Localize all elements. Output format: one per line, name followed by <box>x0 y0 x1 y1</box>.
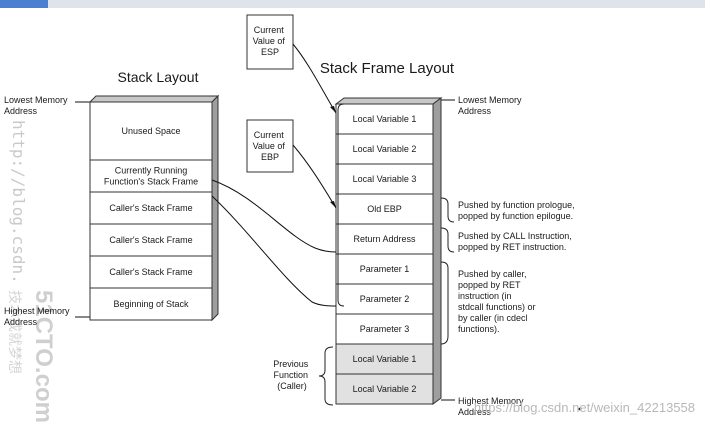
stack-frame-row-label: Local Variable 2 <box>353 384 417 394</box>
parameters-annotation-line-3: instruction (in <box>458 291 512 301</box>
stack-layout-side-face <box>211 94 219 322</box>
stack-layout-row-box <box>89 101 213 161</box>
stack-frame-row-box <box>335 253 434 285</box>
stack-frame-row-box <box>335 133 434 165</box>
stack-layout-row-box <box>89 191 213 225</box>
stack-layout-row-label: Caller's Stack Frame <box>109 235 192 245</box>
frame-expansion-line-top <box>211 179 337 253</box>
stack-frame-row-label: Parameter 1 <box>360 264 410 274</box>
previous-function-line-1: Previous <box>273 359 309 369</box>
ebp-box <box>246 119 294 173</box>
stack-layout-highest-line-2: Address <box>4 317 38 327</box>
stack-frame-row-label: Local Variable 1 <box>353 114 417 124</box>
stack-frame-column: Local Variable 1 Local Variable 2 Local Va… <box>334 97 443 405</box>
stack-frame-row-label: Return Address <box>353 234 416 244</box>
ebp-line-2: Value of <box>253 141 286 151</box>
stack-frame-row-label: Old EBP <box>367 204 402 214</box>
watermark-logo: 51CTO.com <box>30 290 57 423</box>
stack-frame-row-box <box>335 223 434 255</box>
esp-label: Current Value of ESP <box>253 25 288 57</box>
stack-layout-row-label: Caller's Stack Frame <box>109 203 192 213</box>
top-bar-accent <box>0 0 48 8</box>
parameters-annotation-line-6: functions). <box>458 324 500 334</box>
parameters-annotation-line-1: Pushed by caller, <box>458 269 527 279</box>
stack-layout-row-box <box>89 159 213 193</box>
stack-layout-row-label: Unused Space <box>121 126 180 136</box>
stack-layout-title: Stack Layout <box>118 69 199 85</box>
stack-frame-row-box <box>335 283 434 315</box>
esp-box <box>246 14 294 70</box>
ebp-line-3: EBP <box>261 152 279 162</box>
esp-pointer-line <box>292 43 337 114</box>
parameters-annotation-line-5: by caller (in cdecl <box>458 313 528 323</box>
stack-layout-highest-label: Highest Memory Address <box>4 306 72 327</box>
stack-layout-row-label: Beginning of Stack <box>113 299 189 309</box>
stack-layout-highest-line-1: Highest Memory <box>4 306 70 316</box>
ebp-pointer-line <box>292 144 337 209</box>
return-address-annotation: Pushed by CALL Instruction, popped by RE… <box>458 231 574 252</box>
watermark-bottom-url: https://blog.csdn.net/weixin_42213558 <box>474 400 695 415</box>
ebp-arrowhead <box>330 201 336 208</box>
stack-layout-row-box <box>89 255 213 289</box>
stack-frame-row-box <box>335 163 434 195</box>
stack-frame-row-box <box>335 343 434 375</box>
stray-dot <box>578 407 582 411</box>
previous-function-line-2: Function <box>273 370 308 380</box>
esp-line-1: Current <box>254 25 285 35</box>
stack-frame-row-box <box>335 103 434 135</box>
stack-frame-row-box <box>335 313 434 345</box>
stack-frame-row-box <box>335 373 434 405</box>
stack-frame-row-label: Local Variable 2 <box>353 144 417 154</box>
old-ebp-brace <box>440 197 455 223</box>
stack-frame-row-label: Parameter 2 <box>360 294 410 304</box>
frame-expansion-line-bottom <box>211 195 337 307</box>
previous-function-label: Previous Function (Caller) <box>273 359 311 391</box>
parameters-annotation: Pushed by caller, popped by RET instruct… <box>458 269 538 334</box>
old-ebp-annotation: Pushed by function prologue, popped by f… <box>458 200 577 221</box>
stack-layout-lowest-line-2: Address <box>4 106 38 116</box>
stack-layout-lowest-label: Lowest Memory Address <box>4 95 70 116</box>
stack-frame-top-face <box>334 97 443 105</box>
old-ebp-annotation-line-2: popped by function epilogue. <box>458 211 573 221</box>
parameters-annotation-line-2: popped by RET <box>458 280 521 290</box>
frame-lowest-label: Lowest Memory Address <box>458 95 524 116</box>
ebp-label: Current Value of EBP <box>253 130 288 162</box>
return-address-annotation-line-2: popped by RET instruction. <box>458 242 566 252</box>
stack-layout-row-box <box>89 287 213 321</box>
previous-function-brace <box>318 346 334 406</box>
frame-highest-line-2: Address <box>458 407 492 417</box>
frame-highest-line-1: Highest Memory <box>458 396 524 406</box>
watermark-chinese: 技术成就梦想 <box>6 290 22 374</box>
frame-highest-label: Highest Memory Address <box>458 396 526 417</box>
stack-frame-row-label: Local Variable 3 <box>353 174 417 184</box>
stack-frame-row-label: Local Variable 1 <box>353 354 417 364</box>
stack-frame-row-label: Parameter 3 <box>360 324 410 334</box>
parameters-brace <box>440 261 449 345</box>
watermark-side-url: http://blog.csdn. <box>9 120 28 284</box>
current-frame-brace <box>337 103 345 307</box>
top-bar <box>0 0 705 8</box>
stack-layout-lowest-line-1: Lowest Memory <box>4 95 68 105</box>
stack-layout-row-label: Caller's Stack Frame <box>109 267 192 277</box>
previous-function-line-3: (Caller) <box>277 381 307 391</box>
stack-frame-layout-title: Stack Frame Layout <box>320 60 455 77</box>
frame-lowest-line-2: Address <box>458 106 492 116</box>
esp-arrowhead <box>330 106 336 113</box>
stack-layout-top-face <box>88 95 220 103</box>
stack-layout-row-box <box>89 223 213 257</box>
esp-line-2: Value of <box>253 36 286 46</box>
return-address-annotation-line-1: Pushed by CALL Instruction, <box>458 231 572 241</box>
parameters-annotation-line-4: stdcall functions) or <box>458 302 536 312</box>
esp-line-3: ESP <box>261 47 279 57</box>
old-ebp-annotation-line-1: Pushed by function prologue, <box>458 200 575 210</box>
return-address-brace <box>440 227 455 253</box>
frame-lowest-line-1: Lowest Memory <box>458 95 522 105</box>
ebp-line-1: Current <box>254 130 285 140</box>
stack-frame-side-face <box>432 97 442 405</box>
